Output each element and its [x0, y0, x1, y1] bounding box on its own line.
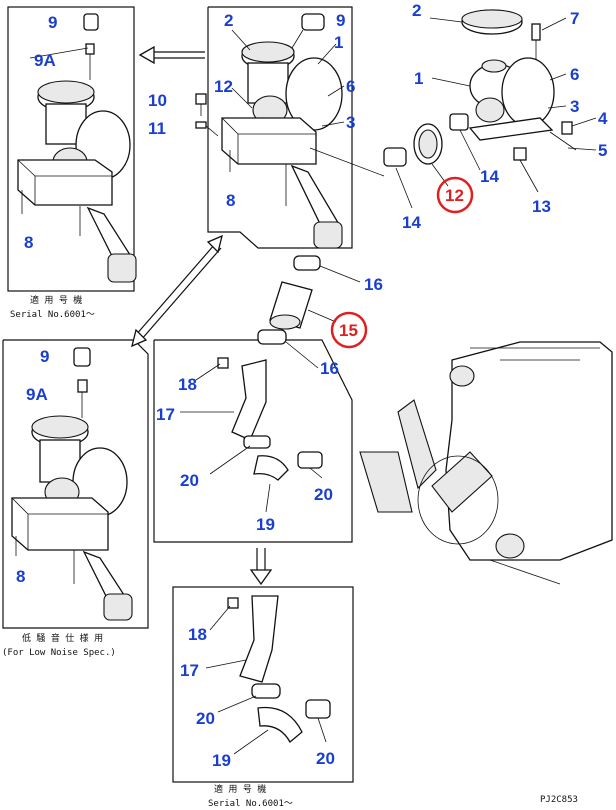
bottom-hose-parts [227, 595, 331, 744]
note-serial-bottom-jp: 適 用 号 機 [214, 783, 266, 795]
bolt-10-and-washer-11 [195, 93, 219, 137]
callout-5-right: 5 [598, 141, 607, 160]
arrow-to-top-left-frame [138, 45, 205, 65]
air-cleaner-assembly-bottom-left [11, 347, 133, 621]
callout-1-right: 1 [414, 69, 423, 88]
center-hose-parts [217, 357, 323, 481]
callout-9-bottom-left: 9 [40, 347, 49, 366]
leader-lines [29, 17, 597, 755]
frame-top-left [7, 6, 135, 292]
air-cleaner-assembly-top-middle [221, 13, 343, 249]
callout-16-lower: 16 [320, 359, 339, 378]
callout-20-center-left: 20 [180, 471, 199, 490]
highlight-circle-15 [330, 311, 368, 349]
note-serial-top-left-jp: 適 用 号 機 [30, 294, 82, 306]
callout-15-highlighted: 15 [339, 321, 358, 340]
callout-2-top-middle: 2 [224, 11, 233, 30]
engine-outline [359, 341, 613, 585]
callout-10: 10 [148, 91, 167, 110]
callout-18-center: 18 [178, 375, 197, 394]
callout-16-upper: 16 [364, 275, 383, 294]
callout-18-bottom: 18 [188, 625, 207, 644]
callout-17-center: 17 [156, 405, 175, 424]
callout-14-right-upper: 14 [480, 167, 499, 186]
callout-4-right: 4 [598, 109, 608, 128]
callout-2-right: 2 [412, 1, 421, 20]
callout-9-top-middle: 9 [336, 11, 345, 30]
callout-8-bottom-left: 8 [16, 567, 25, 586]
callout-11: 11 [148, 119, 166, 138]
callout-8-top-left: 8 [24, 233, 33, 252]
callout-12-highlighted: 12 [445, 186, 464, 205]
callout-14-right-lower: 14 [402, 213, 421, 232]
callout-20-center-right: 20 [314, 485, 333, 504]
note-serial-bottom: Serial No.6001～ [208, 799, 293, 809]
callout-3-right: 3 [570, 97, 579, 116]
callout-8-top-middle: 8 [226, 191, 235, 210]
callout-20-bottom-right: 20 [316, 749, 335, 768]
highlight-circle-12 [436, 176, 474, 214]
callout-12-top-middle: 12 [214, 77, 233, 96]
note-low-noise-jp: 低 騒 音 仕 様 用 [22, 632, 103, 644]
note-low-noise-en: (For Low Noise Spec.) [2, 648, 116, 658]
arrow-double-diagonal [131, 234, 223, 348]
hose-15-with-clamps-16 [257, 255, 321, 345]
frame-bottom [172, 586, 354, 783]
air-cleaner-exploded-right [383, 9, 577, 167]
callout-9-top-left: 9 [48, 13, 57, 32]
callout-6-top-middle: 6 [346, 77, 355, 96]
callout-17-bottom: 17 [180, 661, 199, 680]
callout-19-center: 19 [256, 515, 275, 534]
diagram-code: PJ2C853 [540, 795, 578, 805]
callout-9a-bottom-left: 9A [26, 385, 48, 404]
callout-1-top-middle: 1 [334, 33, 343, 52]
arrow-down-to-bottom-frame [249, 548, 273, 586]
callout-7-right: 7 [570, 9, 579, 28]
callout-6-right: 6 [570, 65, 579, 84]
note-serial-top-left: Serial No.6001～ [10, 310, 95, 320]
callout-9a-top-left: 9A [34, 51, 56, 70]
callout-13-right: 13 [532, 197, 551, 216]
callout-19-bottom: 19 [212, 751, 231, 770]
callout-3-top-middle: 3 [346, 113, 355, 132]
air-cleaner-assembly-top-left [17, 13, 137, 283]
frame-bottom-left [2, 339, 149, 629]
frame-top-middle [207, 6, 353, 249]
frame-center [153, 339, 353, 543]
callout-20-bottom-left: 20 [196, 709, 215, 728]
